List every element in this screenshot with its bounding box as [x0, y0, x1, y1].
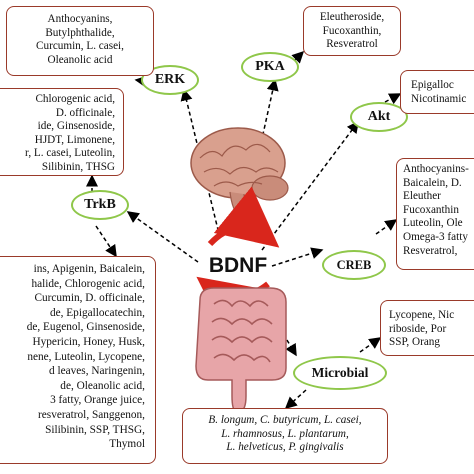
compound-line: Butylphthalide,	[45, 26, 115, 39]
compound-line: halide, Chlorogenic acid,	[31, 277, 145, 290]
compounds-box-pka: Eleutheroside, Fucoxanthin, Resveratrol	[303, 6, 401, 56]
compound-line: Silibinin, SSP, THSG,	[45, 423, 145, 436]
link-creb-box	[375, 219, 398, 235]
compounds-box-trkb-bottom: ins, Apigenin, Baicalein, halide, Chloro…	[0, 256, 156, 464]
compound-line: de, Oleanolic acid,	[60, 379, 145, 392]
link-bdnf-creb	[271, 247, 324, 267]
link-bdnf-erk	[180, 88, 221, 239]
compound-line: d leaves, Naringenin,	[49, 365, 145, 378]
compound-line: nene, Luteolin, Lycopene,	[27, 350, 145, 363]
compound-line: D. officinale,	[55, 106, 115, 119]
compound-line: Luteolin, Ole	[403, 217, 463, 230]
compounds-box-creb: Anthocyanins- Baicalein, D. Eleuther Fuc…	[396, 158, 474, 270]
compound-line: Curcumin, L. casei,	[36, 40, 124, 53]
compound-line: riboside, Por	[389, 322, 447, 335]
compound-line: Baicalein, D.	[403, 176, 462, 189]
bdnf-label: BDNF	[208, 254, 268, 277]
node-pka: PKA	[241, 52, 299, 82]
compound-line: Oleanolic acid	[47, 53, 113, 66]
compound-line: B. longum, C. butyricum, L. casei,	[208, 414, 362, 426]
link-akt-box	[384, 93, 402, 105]
compound-line: L. helveticus, P. gingivalis	[226, 441, 344, 454]
compound-line: Thymol	[109, 438, 145, 451]
node-creb: CREB	[322, 250, 386, 280]
compound-line: Silibinin, THSG	[41, 160, 115, 173]
compound-line: Eleuther	[403, 190, 441, 203]
link-bdnf-akt	[261, 120, 359, 251]
compound-line: ins, Apigenin, Baicalein,	[33, 263, 145, 275]
brain-illustration	[190, 127, 289, 219]
compounds-box-erk: Anthocyanins, Butylphthalide, Curcumin, …	[6, 6, 154, 76]
compound-line: Resveratrol	[326, 38, 378, 51]
red-arrow-top	[207, 186, 280, 248]
gut-illustration	[195, 287, 287, 413]
compound-line: de, Eugenol, Ginsenoside,	[26, 321, 145, 334]
compounds-box-microbial-bottom: B. longum, C. butyricum, L. casei, L. rh…	[182, 408, 388, 464]
compound-line: Anthocyanins-	[403, 163, 469, 175]
node-microbial: Microbial	[293, 356, 387, 390]
compound-line: Curcumin, D. officinale,	[34, 292, 145, 305]
node-akt: Akt	[350, 102, 408, 132]
compound-line: r, L. casei, Luteolin,	[25, 147, 115, 160]
compound-line: de, Epigallocatechin,	[49, 306, 145, 319]
compound-line: resveratrol, Sanggenon,	[38, 408, 145, 421]
link-trkb-bottom-box	[95, 225, 117, 258]
compound-line: Resveratrol,	[403, 244, 458, 257]
compound-line: Hypericin, Honey, Husk,	[32, 335, 145, 348]
compound-line: Omega-3 fatty	[403, 230, 468, 243]
compound-line: HJDT, Limonene,	[34, 133, 115, 146]
compound-line: Fucoxanthin	[403, 203, 459, 216]
compounds-box-microbial-right: Lycopene, Nic riboside, Por SSP, Orang	[380, 300, 474, 356]
node-trkb: TrkB	[71, 190, 129, 220]
compound-line: Anthocyanins,	[47, 13, 113, 25]
compound-line: SSP, Orang	[389, 336, 440, 349]
compound-line: Chlorogenic acid,	[35, 93, 115, 105]
compound-line: Lycopene, Nic	[389, 309, 455, 321]
compound-line: Fucoxanthin,	[322, 24, 382, 37]
compounds-box-trkb-top: Chlorogenic acid, D. officinale, ide, Gi…	[0, 88, 124, 176]
compound-line: L. rhamnosus, L. plantarum,	[221, 427, 349, 440]
compounds-box-akt: Epigalloc Nicotinamic	[400, 70, 474, 114]
compound-line: Eleutheroside,	[319, 11, 385, 23]
link-microbial-bottom-box	[284, 389, 307, 410]
compound-line: 3 fatty, Orange juice,	[50, 394, 145, 407]
link-bdnf-trkb	[126, 211, 199, 263]
compound-line: Epigalloc	[411, 79, 454, 91]
compound-line: ide, Ginsenoside,	[37, 120, 115, 133]
compound-line: Nicotinamic	[411, 92, 467, 105]
link-microbial-right-box	[359, 337, 382, 353]
